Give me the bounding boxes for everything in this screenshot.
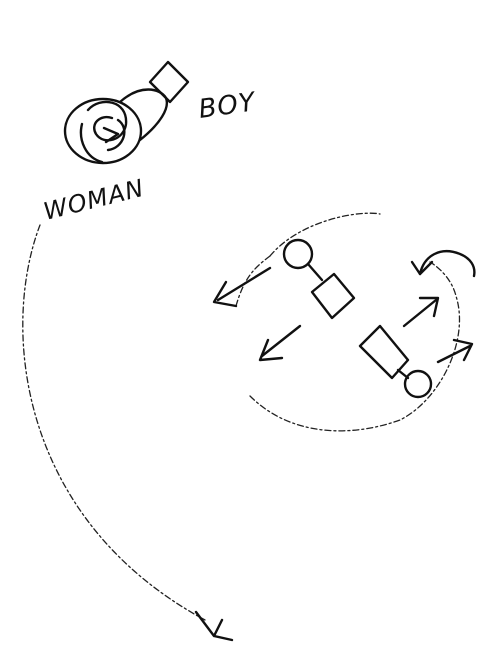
boy-body bbox=[120, 90, 167, 141]
figure-b-body bbox=[360, 326, 408, 378]
figure-b-head bbox=[405, 371, 431, 397]
camera-path-arc bbox=[23, 225, 205, 620]
circle-group bbox=[214, 213, 474, 431]
figure-a-body bbox=[312, 274, 354, 318]
woman-boy-figures bbox=[65, 62, 188, 163]
woman-head bbox=[65, 99, 141, 163]
rotation-arrow bbox=[420, 251, 474, 276]
boy-head bbox=[150, 62, 188, 102]
woman-label: WOMAN bbox=[41, 174, 147, 226]
arrow-right-1 bbox=[404, 300, 436, 326]
boy-label: BOY bbox=[197, 87, 259, 125]
arc-end-arrow bbox=[196, 612, 232, 640]
